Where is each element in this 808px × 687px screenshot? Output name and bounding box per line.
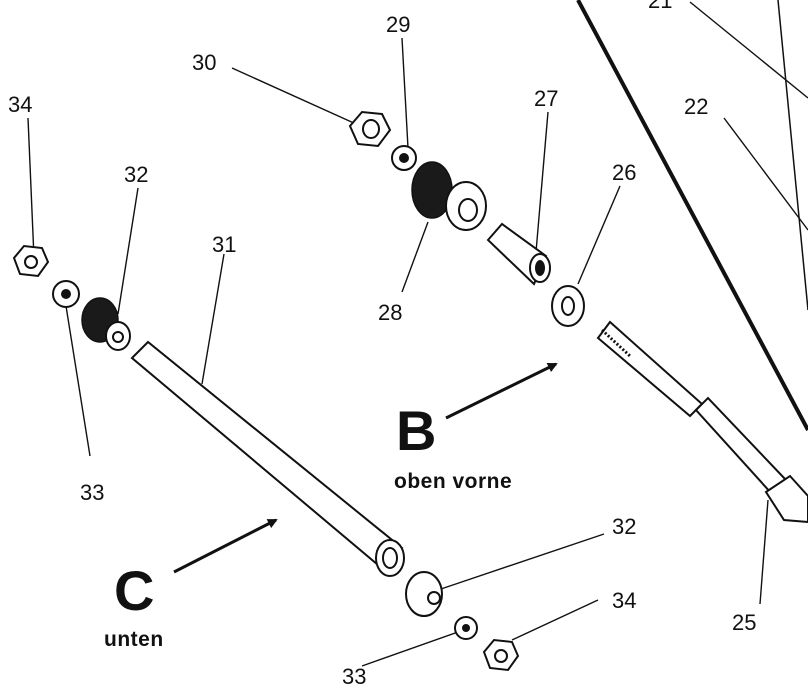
part-34-nut-top <box>12 244 50 278</box>
leader-lines <box>27 1 808 667</box>
view-c-caption: unten <box>104 628 164 651</box>
label-34-top: 34 <box>8 92 32 117</box>
part-28-bushing <box>411 161 487 231</box>
label-31: 31 <box>212 232 236 257</box>
label-29: 29 <box>386 12 410 37</box>
label-32-bottom: 32 <box>612 514 636 539</box>
part-32-bushing-top <box>81 297 131 351</box>
label-27: 27 <box>534 86 558 111</box>
part-25-bolt <box>596 320 808 524</box>
label-33-bottom: 33 <box>342 664 366 687</box>
part-34-nut-bottom <box>482 638 520 672</box>
label-26: 26 <box>612 160 636 185</box>
view-b-caption: oben vorne <box>394 470 512 493</box>
label-25: 25 <box>732 610 756 635</box>
label-32-top: 32 <box>124 162 148 187</box>
part-29-washer <box>391 145 417 171</box>
part-33-washer-bottom <box>454 616 478 640</box>
view-c-letter: C <box>114 559 154 622</box>
part-30-nut <box>348 110 392 148</box>
label-21: 21 <box>648 0 672 13</box>
part-31-tube <box>130 340 405 577</box>
view-b-letter: B <box>396 399 436 462</box>
frame-lines <box>576 0 808 431</box>
view-b-arrow <box>445 362 558 420</box>
part-32-bushing-bottom <box>405 571 443 617</box>
label-34-bottom: 34 <box>612 588 636 613</box>
label-33-top: 33 <box>80 480 104 505</box>
label-30: 30 <box>192 50 216 75</box>
part-27-sleeve <box>486 222 551 286</box>
label-28: 28 <box>378 300 402 325</box>
part-33-washer-top <box>52 280 80 308</box>
view-c-arrow <box>173 518 278 574</box>
part-26-washer <box>551 285 585 327</box>
label-22: 22 <box>684 94 708 119</box>
